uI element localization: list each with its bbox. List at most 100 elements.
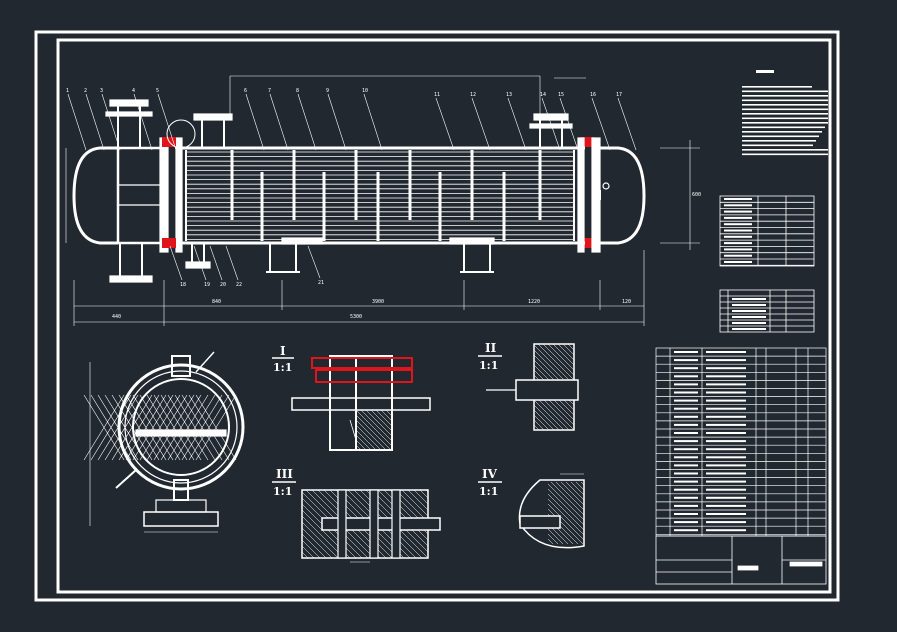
parts-row-text [674,529,698,532]
hatch-line [533,414,550,431]
table-cell-text [732,304,766,306]
title-block [655,535,827,585]
main-elevation-view [65,75,700,326]
leader-line [559,97,579,151]
table-cell-text [724,242,752,245]
parts-row-text [674,351,698,353]
parts-row-text [706,351,746,353]
parts-row-text [674,440,698,443]
hatch-line [301,527,333,559]
parts-row-text [674,521,698,524]
hatch-line [355,444,362,451]
hatch-line [301,533,327,559]
parts-row-text [674,504,698,507]
parts-row-text [674,407,698,410]
table-cell-text [732,310,766,312]
hatch-line [301,503,357,559]
section-III-title: III [276,467,293,481]
table-cell-text [724,198,752,200]
hatch-line [547,538,554,545]
parts-row-text [706,448,746,451]
hatch-line [557,343,575,361]
hatch-line [360,409,393,442]
parts-row-text [674,359,698,362]
part-balloon: 15 [558,92,564,98]
dim-overall: 5300 [350,314,362,320]
leader-line [193,245,207,281]
section-I [291,355,431,451]
table-cell-text [724,248,752,251]
part-balloon: 9 [326,88,329,94]
hatch-line [533,394,570,431]
parts-row-text [706,456,746,459]
hatch-line [550,481,585,516]
part-balloon: 11 [434,92,440,98]
hatch-line [407,489,429,511]
part-balloon: 6 [244,88,247,94]
hatch-line [401,489,429,517]
hatch-line [533,399,565,431]
parts-row-text [706,529,746,532]
dim-left-end: 440 [112,314,121,320]
hatch-line [301,539,321,559]
part-balloon: 14 [540,92,546,98]
parts-row-text [674,391,698,394]
section-III [301,489,441,563]
leader-line [617,97,637,151]
parts-row-text [706,359,746,362]
leader-line [541,97,561,151]
technical-notes [742,70,828,156]
part-balloon: 17 [616,92,622,98]
parts-list [655,347,827,537]
leader-line [297,93,317,151]
hatch-line [562,343,575,356]
hatch-line [567,343,575,351]
section-IV [518,473,585,549]
hatch-line [575,481,585,491]
nozzle-table [719,289,815,333]
hatch-line [390,409,393,412]
hatch-line [533,419,545,431]
parts-row-text [674,456,698,459]
hatch-line [547,343,575,371]
hatch-line [301,545,315,559]
dim-right-end: 120 [622,299,631,305]
section-IV-label: IV 1:1 [478,467,502,498]
dim-span: 3900 [372,299,384,305]
parts-row-text [706,407,746,410]
parts-row-text [706,496,746,499]
part-balloon: 16 [590,92,596,98]
hatch-line [425,489,429,493]
hatch-line [560,481,585,506]
hatch-line [547,498,585,536]
note-line [742,126,825,129]
hatch-line [547,508,584,545]
note-line [742,95,828,97]
part-balloon: 22 [236,282,242,288]
hatch-line [533,424,540,431]
note-line [742,149,828,151]
note-line [742,153,828,156]
table-cell-text [724,229,752,232]
hatch-line [542,343,575,376]
note-line [742,104,828,106]
hatch-line [419,489,429,499]
leader-line [435,97,455,151]
leader-line [85,93,105,151]
note-line [742,122,828,124]
hatch-line [301,551,309,559]
hatch-line [547,533,559,545]
part-balloon: 13 [506,92,512,98]
table-cell-text [724,235,752,238]
part-balloon: 7 [268,88,271,94]
hatch-line [570,481,585,496]
hatch-line [355,429,377,451]
table-cell-text [732,328,766,330]
parts-row-text [674,432,698,434]
parts-row-text [706,480,746,483]
section-II-scale: 1:1 [479,359,498,372]
note-line [742,86,812,88]
section-I-label: I 1:1 [272,344,294,374]
hatch-line [547,528,564,545]
